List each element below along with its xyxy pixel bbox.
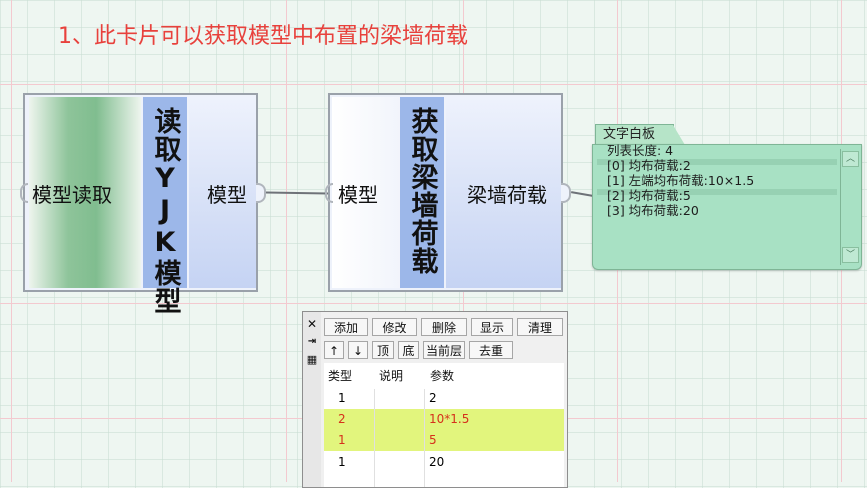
cell-param: 2 [429, 391, 437, 405]
textboard-line: [0] 均布荷载:2 [607, 158, 691, 173]
cell-param: 5 [429, 433, 437, 447]
textboard-stripe [597, 189, 837, 195]
textboard-line: 列表长度: 4 [607, 143, 674, 158]
scroll-up-icon[interactable]: ︿ [842, 151, 859, 167]
top-button[interactable]: 顶 [372, 341, 394, 359]
column-header-desc[interactable]: 说明 [379, 363, 404, 389]
textboard-content: 列表长度: 4 [0] 均布荷载:2 [1] 左端均布荷载:10×1.5 [2]… [607, 143, 754, 218]
table-row[interactable]: 1 2 [324, 388, 564, 409]
card-title-strip: 获取梁墙荷载 [400, 97, 444, 288]
card-title-strip: 读取YJK模型 [143, 97, 187, 315]
connection-wire[interactable] [265, 191, 329, 195]
table-row[interactable]: 1 5 [324, 430, 564, 451]
move-down-button[interactable]: ↓ [348, 341, 368, 359]
show-button[interactable]: 显示 [471, 318, 513, 336]
column-divider [374, 389, 375, 487]
textboard-line: [3] 均布荷载:20 [607, 203, 699, 218]
cell-param: 20 [429, 455, 445, 469]
add-button[interactable]: 添加 [324, 318, 368, 336]
clear-button[interactable]: 清理 [517, 318, 563, 336]
model-read-input-panel[interactable] [29, 97, 141, 288]
delete-button[interactable]: 删除 [421, 318, 467, 336]
cell-type: 2 [338, 412, 346, 426]
textboard-line: [2] 均布荷载:5 [607, 188, 691, 203]
card-title: 获取梁墙荷载 [406, 107, 438, 275]
table-icon[interactable]: ▦ [306, 353, 318, 366]
modify-button[interactable]: 修改 [372, 318, 417, 336]
textboard-stripe [597, 159, 837, 165]
output-port-connector[interactable] [256, 183, 266, 203]
output-port-model[interactable]: 模型 [207, 183, 247, 207]
column-header-param[interactable]: 参数 [430, 363, 455, 389]
input-port-connector[interactable] [20, 183, 28, 203]
output-panel [189, 97, 256, 288]
current-layer-button[interactable]: 当前层 [423, 341, 465, 359]
move-up-button[interactable]: ↑ [324, 341, 344, 359]
output-port-connector[interactable] [561, 183, 571, 203]
cell-param: 10*1.5 [429, 412, 470, 426]
column-header-type[interactable]: 类型 [328, 363, 353, 389]
textboard-line: [1] 左端均布荷载:10×1.5 [607, 173, 755, 188]
parameter-panel: ✕ ⇥ ▦ 添加 修改 删除 显示 清理 ↑ ↓ 顶 底 当前层 去重 类型 说… [302, 311, 568, 488]
card-title: 读取YJK模型 [149, 107, 181, 315]
dedupe-button[interactable]: 去重 [469, 341, 513, 359]
column-divider [424, 389, 425, 487]
scroll-down-icon[interactable]: ﹀ [842, 247, 859, 263]
cell-type: 1 [338, 391, 346, 405]
side-toolbar: ✕ ⇥ ▦ [303, 312, 321, 487]
textboard[interactable]: 列表长度: 4 [0] 均布荷载:2 [1] 左端均布荷载:10×1.5 [2]… [592, 143, 862, 270]
pin-icon[interactable]: ⇥ [307, 336, 317, 347]
get-beam-wall-load-card[interactable]: 获取梁墙荷载 [328, 93, 563, 292]
output-port-beam-wall-load[interactable]: 梁墙荷载 [467, 183, 547, 207]
textboard-scrollbar[interactable]: ︿ ﹀ [840, 149, 859, 265]
parameter-table: 类型 说明 参数 1 2 2 10*1.5 1 5 1 20 [324, 363, 564, 487]
table-row[interactable]: 2 10*1.5 [324, 409, 564, 430]
input-port-model[interactable]: 模型 [338, 183, 378, 207]
table-row[interactable]: 1 20 [324, 452, 564, 473]
close-icon[interactable]: ✕ [306, 317, 318, 331]
input-port-connector[interactable] [325, 183, 333, 203]
page-title: 1、此卡片可以获取模型中布置的梁墙荷载 [58, 24, 468, 49]
connection-wire[interactable] [570, 191, 594, 197]
textboard-tab[interactable]: 文字白板 [595, 124, 685, 145]
cell-type: 1 [338, 455, 346, 469]
cell-type: 1 [338, 433, 346, 447]
input-label-model-read: 模型读取 [32, 183, 112, 207]
output-panel [446, 97, 561, 288]
bottom-button[interactable]: 底 [398, 341, 419, 359]
read-yjk-model-card[interactable]: 读取YJK模型 [23, 93, 258, 315]
input-panel [332, 97, 402, 288]
